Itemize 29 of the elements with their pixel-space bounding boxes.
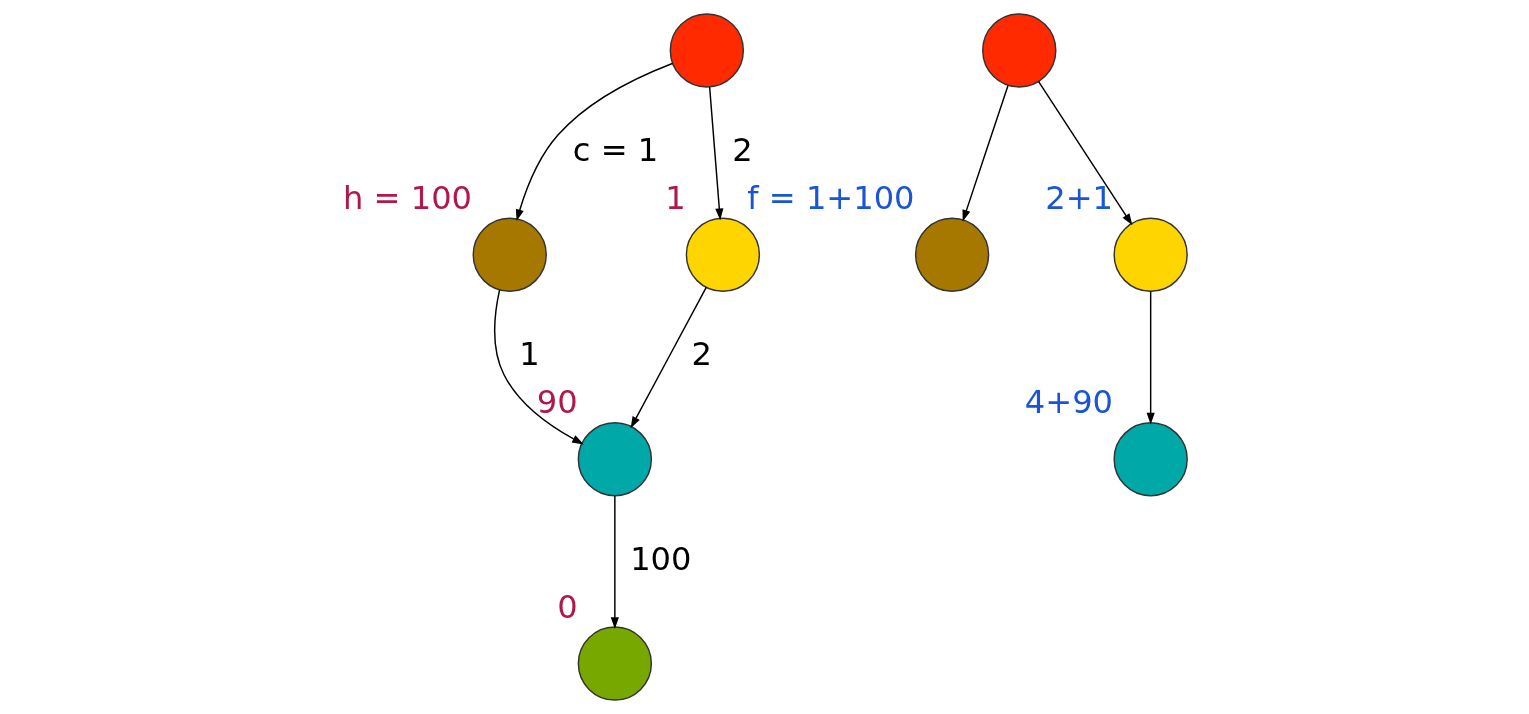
node-circle: [914, 217, 990, 293]
node-circle: [1113, 421, 1188, 497]
node-label: 90: [536, 383, 578, 422]
node-label: 4+90: [1024, 383, 1113, 422]
node-label: h = 100: [343, 178, 473, 217]
node-circle: [982, 13, 1057, 88]
node-circle: [669, 13, 745, 88]
node-circle: [577, 421, 653, 497]
node-circle: [472, 217, 547, 293]
arrow: [1037, 80, 1133, 226]
arrow: [1146, 290, 1155, 425]
arrow: [494, 289, 584, 445]
arrow: [708, 86, 724, 221]
arrow: [962, 84, 1009, 222]
node-label: 1: [665, 178, 686, 217]
edge-label: 100: [630, 539, 692, 578]
node-label: f = 1+100: [747, 178, 915, 217]
arrow: [515, 62, 674, 222]
edge-label: 1: [519, 335, 540, 374]
node-circle: [685, 217, 761, 293]
node-label: 0: [557, 587, 578, 626]
node-circle: [577, 626, 653, 701]
node-circle: [1113, 217, 1188, 293]
node-label: 2+1: [1045, 178, 1114, 217]
arrow: [610, 495, 619, 629]
edge-label: c = 1: [572, 130, 659, 169]
arrow: [630, 286, 707, 429]
edge-label: 2: [732, 130, 753, 169]
edge-label: 2: [691, 335, 712, 374]
